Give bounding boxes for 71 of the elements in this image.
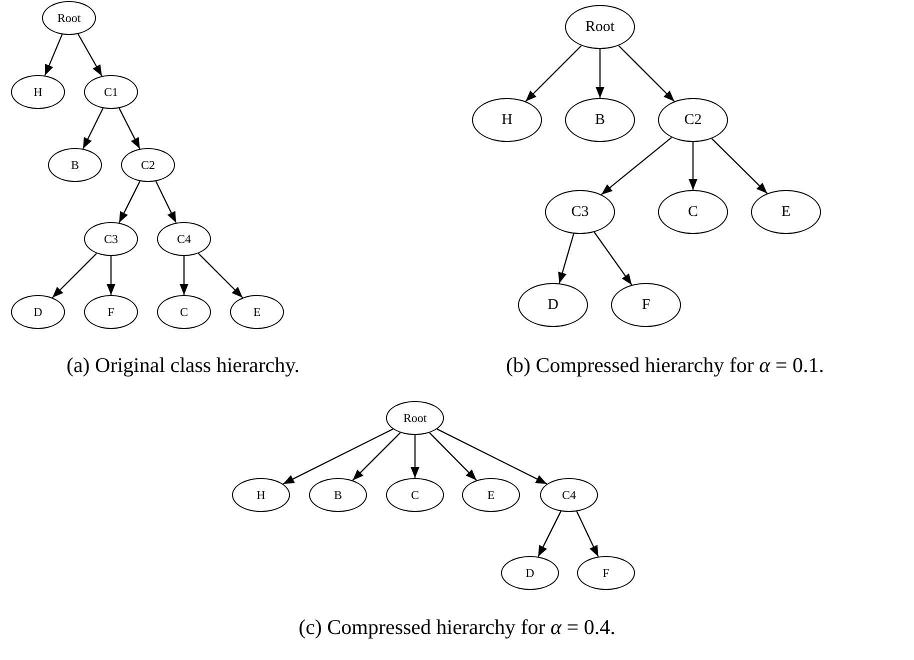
node-label: F [108,304,114,320]
node-label: F [602,566,610,580]
node-label: Root [57,10,81,26]
ellipse-node [230,295,284,329]
arrow [410,435,420,478]
ellipse-node [540,478,598,512]
arrow [78,34,102,76]
node-label: C3 [571,204,589,220]
node-label: D [34,304,42,320]
arrow [601,136,672,196]
node-label: C2 [140,158,155,172]
arrow [429,432,477,481]
arrow [118,108,140,150]
arrow [711,138,768,194]
node-label: H [502,112,512,128]
ellipse-node [84,75,138,109]
node-label: B [594,112,605,128]
ellipse-node [11,75,65,109]
arrow [44,34,63,76]
caption: (b) Compressed hierarchy for α = 0.1. [506,353,824,378]
arrow [180,256,188,295]
node-label: D [548,296,558,314]
caption: (c) Compressed hierarchy for α = 0.4. [298,615,616,640]
ellipse-node [232,478,290,512]
arrow [282,428,394,484]
arrow [688,142,698,190]
node-label: H [256,488,266,502]
node-label: H [34,84,42,100]
ellipse-node [157,295,211,329]
node-label: B [334,488,342,502]
node-label: E [781,204,791,220]
node-label: C [688,204,698,220]
node-label: D [526,566,534,580]
ellipse-node [42,1,96,35]
arrow [155,181,177,223]
ellipse-node [121,148,175,182]
arrow [576,511,599,557]
arrow [118,180,140,224]
node-label: C1 [104,84,118,100]
ellipse-node [157,222,211,256]
arrow [436,428,548,484]
ellipse-node [11,295,65,329]
node-label: C2 [684,112,702,128]
arrow [352,432,401,481]
arrow [82,108,104,150]
arrow [618,45,675,102]
node-label: Root [585,18,615,36]
arrow [525,45,582,102]
ellipse-node [84,295,138,329]
ellipse-node [84,222,138,256]
node-label: B [70,158,79,172]
node-label: Root [403,410,427,426]
ellipse-node [501,556,559,590]
arrow [538,511,562,557]
node-label: C4 [562,488,576,502]
node-label: E [253,304,261,320]
arrow [106,256,116,295]
arrow [558,233,574,284]
node-label: C [410,488,419,502]
arrow [596,49,604,98]
node-label: F [642,296,650,314]
caption: (a) Original class hierarchy. [66,353,300,378]
node-label: C3 [104,232,118,246]
arrow [594,232,632,286]
ellipse-node [386,401,444,435]
arrow [198,252,244,298]
node-label: C4 [176,232,191,246]
node-label: E [487,488,495,502]
arrow [52,252,98,298]
node-label: C [180,304,188,320]
ellipse-node [48,148,102,182]
